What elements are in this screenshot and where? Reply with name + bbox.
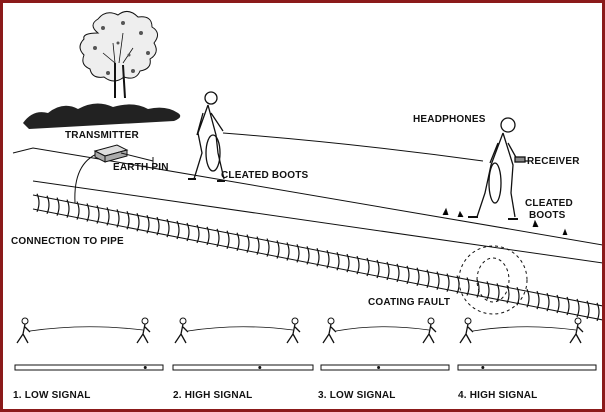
panel-4-rear-walker-body (459, 323, 474, 344)
panel-2-rear-walker-body (174, 323, 189, 344)
panel-caption: 1. LOW SIGNAL (13, 391, 91, 401)
panel-2-front-walker-body (286, 323, 301, 344)
panel-1-pipe (14, 364, 164, 371)
panel-3-front-walker-body (422, 323, 437, 344)
ground-bush (23, 103, 181, 129)
panel-3-cable (335, 326, 430, 332)
panel-number: 3. (318, 390, 327, 401)
tree (79, 11, 158, 99)
transmitter-label: TRANSMITTER (65, 130, 139, 141)
panel-3-front-walker-head (427, 317, 435, 325)
panel-1-front-walker-body (136, 323, 151, 344)
pipeline-survey-illustration (12, 11, 602, 371)
panel-caption-text: LOW SIGNAL (24, 390, 91, 401)
foliage-texture (93, 21, 150, 75)
panel-caption-text: HIGH SIGNAL (184, 390, 253, 401)
panel-caption-text: LOW SIGNAL (329, 390, 396, 401)
survey-cable (222, 132, 484, 162)
panel-4-front-walker-head (574, 317, 582, 325)
panel-caption-text: HIGH SIGNAL (469, 390, 538, 401)
right-operator (468, 117, 528, 220)
panel-caption: 4. HIGH SIGNAL (458, 391, 538, 401)
panel-1-fault-dot (143, 366, 147, 369)
panel-3-rear-walker-head (327, 317, 335, 325)
panel-4-rear-walker-head (464, 317, 472, 325)
panel-3-rear-walker-body (322, 323, 337, 344)
panel-number: 2. (173, 390, 182, 401)
panel-1-cable (29, 326, 144, 332)
panel-number: 4. (458, 390, 467, 401)
panel-1-rear-walker-head (21, 317, 29, 325)
panel-caption: 3. LOW SIGNAL (318, 391, 396, 401)
panel-1-front-walker-head (141, 317, 149, 325)
panel-2-pipe (172, 364, 314, 371)
panel-3-pipe (320, 364, 450, 371)
coating-fault-label: COATING FAULT (368, 297, 451, 308)
panel-2-cable (187, 326, 294, 332)
cleated-boots-left-label: CLEATED BOOTS (221, 170, 309, 181)
panel-1-rear-walker-body (16, 323, 31, 344)
headphones-label: HEADPHONES (413, 114, 486, 125)
ground-surface-line (12, 147, 602, 246)
signal-panels (14, 317, 597, 371)
panel-2-rear-walker-head (179, 317, 187, 325)
receiver-label: RECEIVER (527, 156, 580, 167)
panel-4-pipe (457, 364, 597, 371)
panel-caption: 2. HIGH SIGNAL (173, 391, 253, 401)
panel-2-fault-dot (258, 366, 262, 369)
panel-4-fault-dot (481, 366, 485, 369)
connection-to-pipe-label: CONNECTION TO PIPE (11, 236, 124, 247)
panel-number: 1. (13, 390, 22, 401)
earth-pin (120, 152, 154, 165)
cleated-boots-right-label-1: CLEATED (525, 198, 573, 209)
coating-fault-marker (458, 245, 528, 315)
transmitter-box (93, 144, 129, 163)
panel-4-front-walker-body (569, 323, 584, 344)
earth-pin-label: EARTH PIN (113, 162, 169, 173)
panel-4-cable (472, 326, 577, 332)
grass-tufts (442, 207, 568, 236)
left-operator (188, 91, 225, 182)
pipeline (32, 193, 602, 322)
panel-2-front-walker-head (291, 317, 299, 325)
panel-3-fault-dot (377, 366, 381, 369)
connection-wire (74, 152, 100, 204)
cleated-boots-right-label-2: BOOTS (529, 210, 566, 221)
